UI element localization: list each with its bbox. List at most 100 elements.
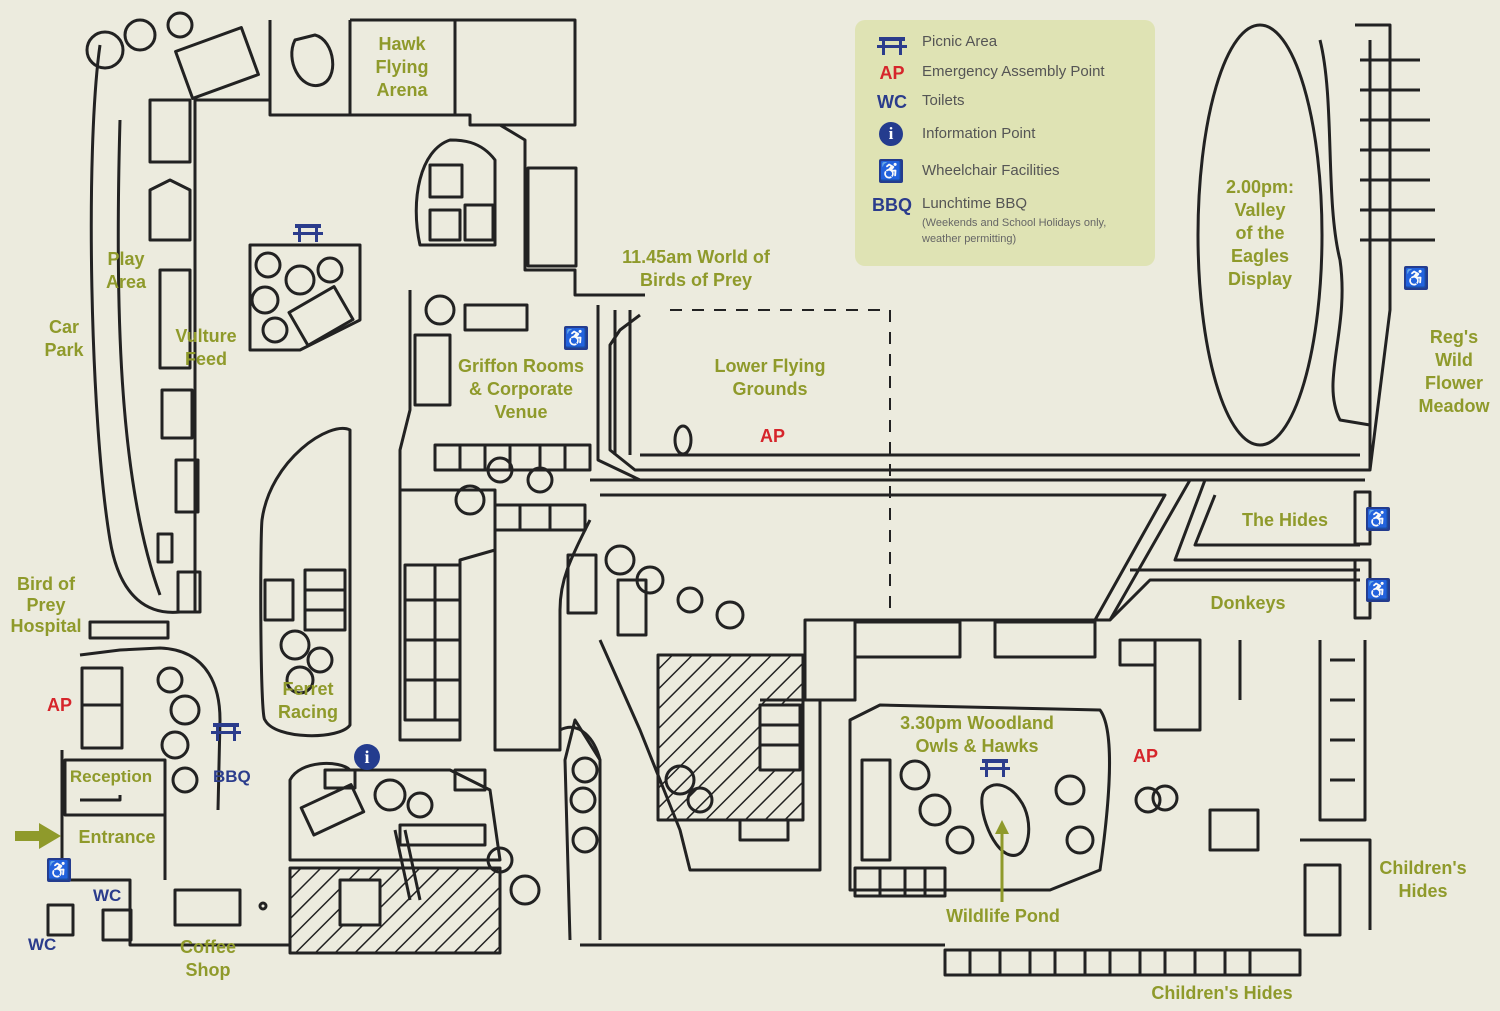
label-line: Arena bbox=[376, 80, 428, 100]
label-line: Griffon Rooms bbox=[458, 356, 584, 376]
information-point-icon: i bbox=[354, 744, 380, 770]
label-line: Hospital bbox=[10, 616, 82, 636]
label-line: 11.45am World of bbox=[622, 247, 770, 267]
vulture-feed-label: Vulture Feed bbox=[168, 325, 244, 371]
wheelchair-icon: ♿ bbox=[879, 159, 903, 183]
legend-row-wheelchair: ♿ Wheelchair Facilities bbox=[855, 157, 1155, 187]
label-line: Venue bbox=[494, 402, 548, 422]
reception-building bbox=[63, 758, 167, 817]
coffee-shop-label: Coffee Shop bbox=[175, 936, 241, 982]
legend-row-info: i Information Point bbox=[855, 120, 1155, 150]
car-park-boundary bbox=[89, 18, 577, 614]
toilets-marker: WC bbox=[93, 886, 122, 905]
wheelchair-icon: ♿ bbox=[47, 858, 71, 882]
label-line: Hawk bbox=[378, 34, 426, 54]
legend-label: Lunchtime BBQ bbox=[922, 195, 1028, 212]
label-line: Grounds bbox=[732, 379, 808, 399]
label-line: 2.00pm: bbox=[1225, 177, 1295, 197]
valley-eagles-label: 2.00pm: Valley of the Eagles Display bbox=[1213, 176, 1307, 291]
toilets-marker: WC bbox=[28, 935, 57, 954]
legend-label: Wheelchair Facilities bbox=[922, 162, 1060, 179]
regs-meadow-label: Reg's Wild Flower Meadow bbox=[1408, 326, 1500, 418]
label-line: Birds of Prey bbox=[639, 270, 753, 290]
label-line: Vulture bbox=[175, 326, 237, 346]
label-line: Eagles bbox=[1230, 246, 1290, 266]
label-line: Park bbox=[44, 340, 84, 360]
woodland-owls-label: 3.30pm Woodland Owls & Hawks bbox=[894, 712, 1060, 758]
wheelchair-icon: ♿ bbox=[1404, 266, 1428, 290]
label-line: Owls & Hawks bbox=[915, 736, 1039, 756]
label-line: Flower bbox=[1424, 373, 1483, 393]
donkeys-label: Donkeys bbox=[1210, 593, 1286, 613]
bbq-symbol: BBQ bbox=[872, 195, 912, 215]
legend-label: Toilets bbox=[922, 92, 965, 109]
childrens-hides-bottom-label: Children's Hides bbox=[1151, 983, 1293, 1003]
wheelchair-icon: ♿ bbox=[1366, 507, 1390, 531]
assembly-point-marker: AP bbox=[1133, 746, 1159, 766]
griffon-rooms-label: Griffon Rooms & Corporate Venue bbox=[450, 355, 592, 424]
legend-row-toilets: WC Toilets bbox=[855, 89, 1155, 119]
label-line: Lower Flying bbox=[714, 356, 826, 376]
label-line: Reg's bbox=[1429, 327, 1479, 347]
legend-label: Information Point bbox=[922, 125, 1036, 142]
information-point-icon: i bbox=[879, 122, 903, 146]
picnic-table-icon bbox=[211, 723, 241, 741]
picnic-table-icon bbox=[293, 224, 323, 242]
bbq-marker: BBQ bbox=[213, 767, 251, 786]
label-line: Racing bbox=[277, 702, 338, 722]
wheelchair-icon: ♿ bbox=[1366, 578, 1390, 602]
play-area-label: Play Area bbox=[96, 248, 156, 294]
label-line: Bird of bbox=[17, 574, 75, 594]
label-line: & Corporate bbox=[468, 379, 573, 399]
label-line: Hides bbox=[1398, 881, 1448, 901]
legend-label: Picnic Area bbox=[922, 33, 998, 50]
entrance-label: Entrance bbox=[78, 827, 156, 847]
label-line: Prey bbox=[26, 595, 66, 615]
label-line: 3.30pm Woodland bbox=[900, 713, 1054, 733]
legend-row-bbq: BBQ Lunchtime BBQ (Weekends and School H… bbox=[855, 190, 1155, 260]
legend-label: Emergency Assembly Point bbox=[922, 63, 1105, 80]
picnic-table-icon bbox=[980, 759, 1010, 777]
map-legend: Picnic Area AP Emergency Assembly Point … bbox=[855, 20, 1155, 266]
label-line: Children's bbox=[1379, 858, 1467, 878]
label-line: Area bbox=[105, 272, 147, 292]
bird-of-prey-hospital-label: Bird of Prey Hospital bbox=[2, 574, 90, 637]
legend-row-picnic: Picnic Area bbox=[855, 30, 1155, 60]
label-line: Meadow bbox=[1418, 396, 1490, 416]
entrance-arrow-icon bbox=[15, 823, 61, 849]
legend-note: (Weekends and School Holidays only, weat… bbox=[922, 217, 1107, 245]
childrens-hides-right-label: Children's Hides bbox=[1370, 857, 1476, 903]
car-park-inner-road bbox=[116, 119, 162, 596]
arrow-up-icon bbox=[995, 820, 1009, 902]
label-line: Play bbox=[107, 249, 145, 269]
lower-flying-grounds-label: Lower Flying Grounds bbox=[700, 355, 840, 401]
assembly-point-symbol: AP bbox=[879, 63, 905, 83]
label-line: Flying bbox=[375, 57, 429, 77]
ferret-racing-track bbox=[259, 427, 352, 738]
legend-row-assembly: AP Emergency Assembly Point bbox=[855, 60, 1155, 90]
woodland-owls-enclosure bbox=[848, 703, 1111, 892]
hawk-flying-arena-label: Hawk Flying Arena bbox=[360, 33, 444, 102]
toilets-symbol: WC bbox=[877, 92, 907, 112]
ferret-racing-label: Ferret Racing bbox=[272, 678, 344, 724]
assembly-point-marker: AP bbox=[47, 695, 73, 715]
label-line: Shop bbox=[185, 960, 231, 980]
hatched-building-a bbox=[288, 866, 502, 955]
assembly-point-marker: AP bbox=[760, 426, 786, 446]
label-line: Car bbox=[48, 317, 79, 337]
picnic-enclosure bbox=[248, 243, 362, 352]
label-line: Wild bbox=[1435, 350, 1473, 370]
reception-label: Reception bbox=[69, 767, 153, 786]
valley-eagles-oval bbox=[1196, 23, 1324, 447]
label-line: of the bbox=[1235, 223, 1285, 243]
label-line: Valley bbox=[1234, 200, 1286, 220]
wheelchair-icon: ♿ bbox=[564, 326, 588, 350]
the-hides-label: The Hides bbox=[1241, 510, 1329, 530]
label-line: Feed bbox=[184, 349, 227, 369]
picnic-table-icon bbox=[877, 37, 907, 55]
world-of-birds-label: 11.45am World of Birds of Prey bbox=[610, 246, 782, 292]
label-line: Display bbox=[1227, 269, 1293, 289]
wildlife-pond-label: Wildlife Pond bbox=[946, 906, 1060, 926]
label-line: Ferret bbox=[282, 679, 334, 699]
